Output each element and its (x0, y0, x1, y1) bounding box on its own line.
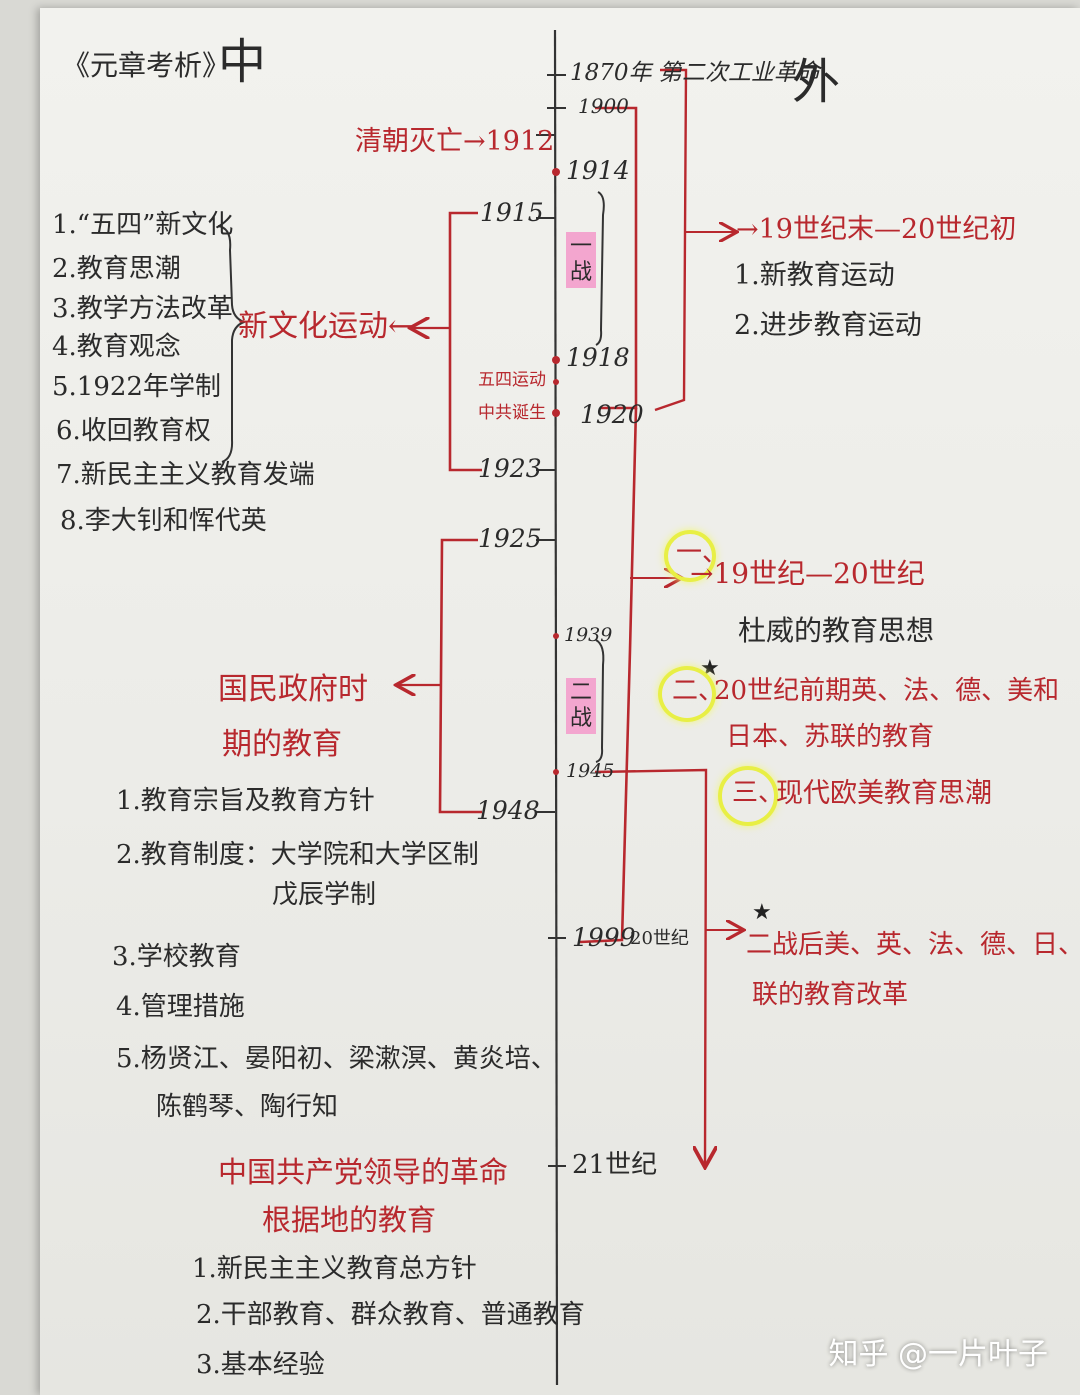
label-21c: 21世纪 (572, 1150, 658, 1180)
r-n3: 三、 (732, 778, 785, 808)
lb-item-3: 3.基本经验 (196, 1350, 325, 1380)
ww2-bracket (595, 639, 605, 763)
r-n1: 一、 (676, 538, 729, 568)
ww1-box: 一战 (566, 232, 596, 288)
label-1900: 1900 (578, 94, 629, 118)
label-wusi: 五四运动 (478, 370, 546, 390)
lt-item-5: 5.1922年学制 (52, 372, 221, 402)
red-line-1945-down (594, 768, 706, 1165)
bracket-1915-1923 (448, 211, 482, 472)
r-s1-sub: 杜威的教育思想 (738, 614, 935, 647)
label-1923: 1923 (478, 454, 542, 483)
xinwenhua-label: 新文化运动← (238, 309, 414, 344)
label-1915: 1915 (480, 198, 544, 227)
r-a1-item-1: 1.新教育运动 (734, 260, 895, 291)
main-axis (553, 29, 559, 1386)
lt-item-7: 7.新民主主义教育发端 (56, 460, 315, 490)
lm-item-5: 5.杨贤江、晏阳初、梁漱溟、黄炎培、 (116, 1044, 557, 1074)
lt-item-4: 4.教育观念 (52, 332, 181, 362)
label-1999: 1999 (572, 923, 636, 952)
lt-item-2: 2.教育思潮 (52, 254, 181, 284)
lt-item-3: 3.教学方法改革 (52, 294, 233, 324)
bracket-1925-1948 (438, 538, 482, 814)
r-s4-1: 二战后美、英、法、德、日、苏 (746, 930, 1080, 960)
lt-item-8: 8.李大钊和恽代英 (60, 506, 267, 536)
lm-item-1: 1.教育宗旨及教育方针 (116, 786, 375, 816)
label-qing: 清朝灭亡→1912 (355, 126, 555, 157)
label-1948: 1948 (476, 796, 540, 825)
star-icon-2: ★ (752, 900, 772, 925)
label-1920: 1920 (580, 400, 644, 429)
label-1918: 1918 (566, 343, 630, 372)
lm-title-2: 期的教育 (222, 727, 342, 762)
watermark: 知乎 @一片叶子 (828, 1337, 1048, 1372)
highlight-2 (658, 666, 716, 722)
r-s1: →19世纪—20世纪 (690, 557, 925, 590)
highlight-1 (664, 530, 716, 582)
ww2-box: 二战 (566, 678, 596, 734)
label-1939: 1939 (564, 624, 613, 646)
r-s3: 现代欧美教育思潮 (776, 778, 992, 809)
r-s2-2: 日本、苏联的教育 (726, 722, 935, 752)
bracket-1900-1920 (595, 106, 638, 410)
red-line-1900-1999 (579, 407, 638, 944)
lm-item-3: 3.学校教育 (112, 942, 241, 972)
label-zhonggong: 中共诞生 (478, 403, 546, 423)
highlight-3 (718, 766, 778, 826)
label-20c: 20世纪 (630, 928, 689, 949)
left-title: 中 (218, 34, 267, 90)
r-a1-item-2: 2.进步教育运动 (734, 310, 922, 341)
lb-item-1: 1.新民主主义教育总方针 (192, 1254, 477, 1284)
lm-item-2: 2.教育制度：大学院和大学区制 (116, 840, 479, 870)
r-arrow1: →19世纪末—20世纪初 (736, 214, 1017, 245)
lm-item-4: 4.管理措施 (116, 992, 245, 1022)
lb-title-2: 根据地的教育 (262, 1203, 437, 1237)
lb-item-2: 2.干部教育、群众教育、普通教育 (196, 1300, 585, 1330)
label-1870: 1870年 第二次工业革命 (570, 60, 820, 86)
lt-item-6: 6.收回教育权 (56, 416, 211, 446)
bracket-outer (654, 68, 688, 412)
header-tag: 《元章考析》 (62, 49, 231, 82)
right-title: 外 (792, 54, 841, 110)
lm-item-5b: 陈鹤琴、陶行知 (156, 1092, 339, 1122)
label-1925: 1925 (478, 524, 542, 553)
ww1-bracket (595, 191, 605, 346)
r-n2: 二、 (672, 676, 725, 706)
axis-ticks (536, 74, 566, 1167)
axis-dots (552, 168, 560, 775)
lt-item-1: 1.“五四”新文化 (52, 210, 234, 240)
label-1914: 1914 (566, 156, 630, 185)
r-s2-1: 20世纪前期英、法、德、美和 (714, 676, 1060, 706)
label-1945: 1945 (566, 760, 615, 782)
lm-item-2b: 戊辰学制 (272, 880, 377, 910)
paper-sheet (40, 8, 1080, 1395)
list-brace (217, 225, 247, 463)
lb-title-1: 中国共产党领导的革命 (218, 1155, 509, 1189)
lm-title-1: 国民政府时 (218, 672, 368, 707)
r-s4-2: 联的教育改革 (752, 980, 909, 1010)
